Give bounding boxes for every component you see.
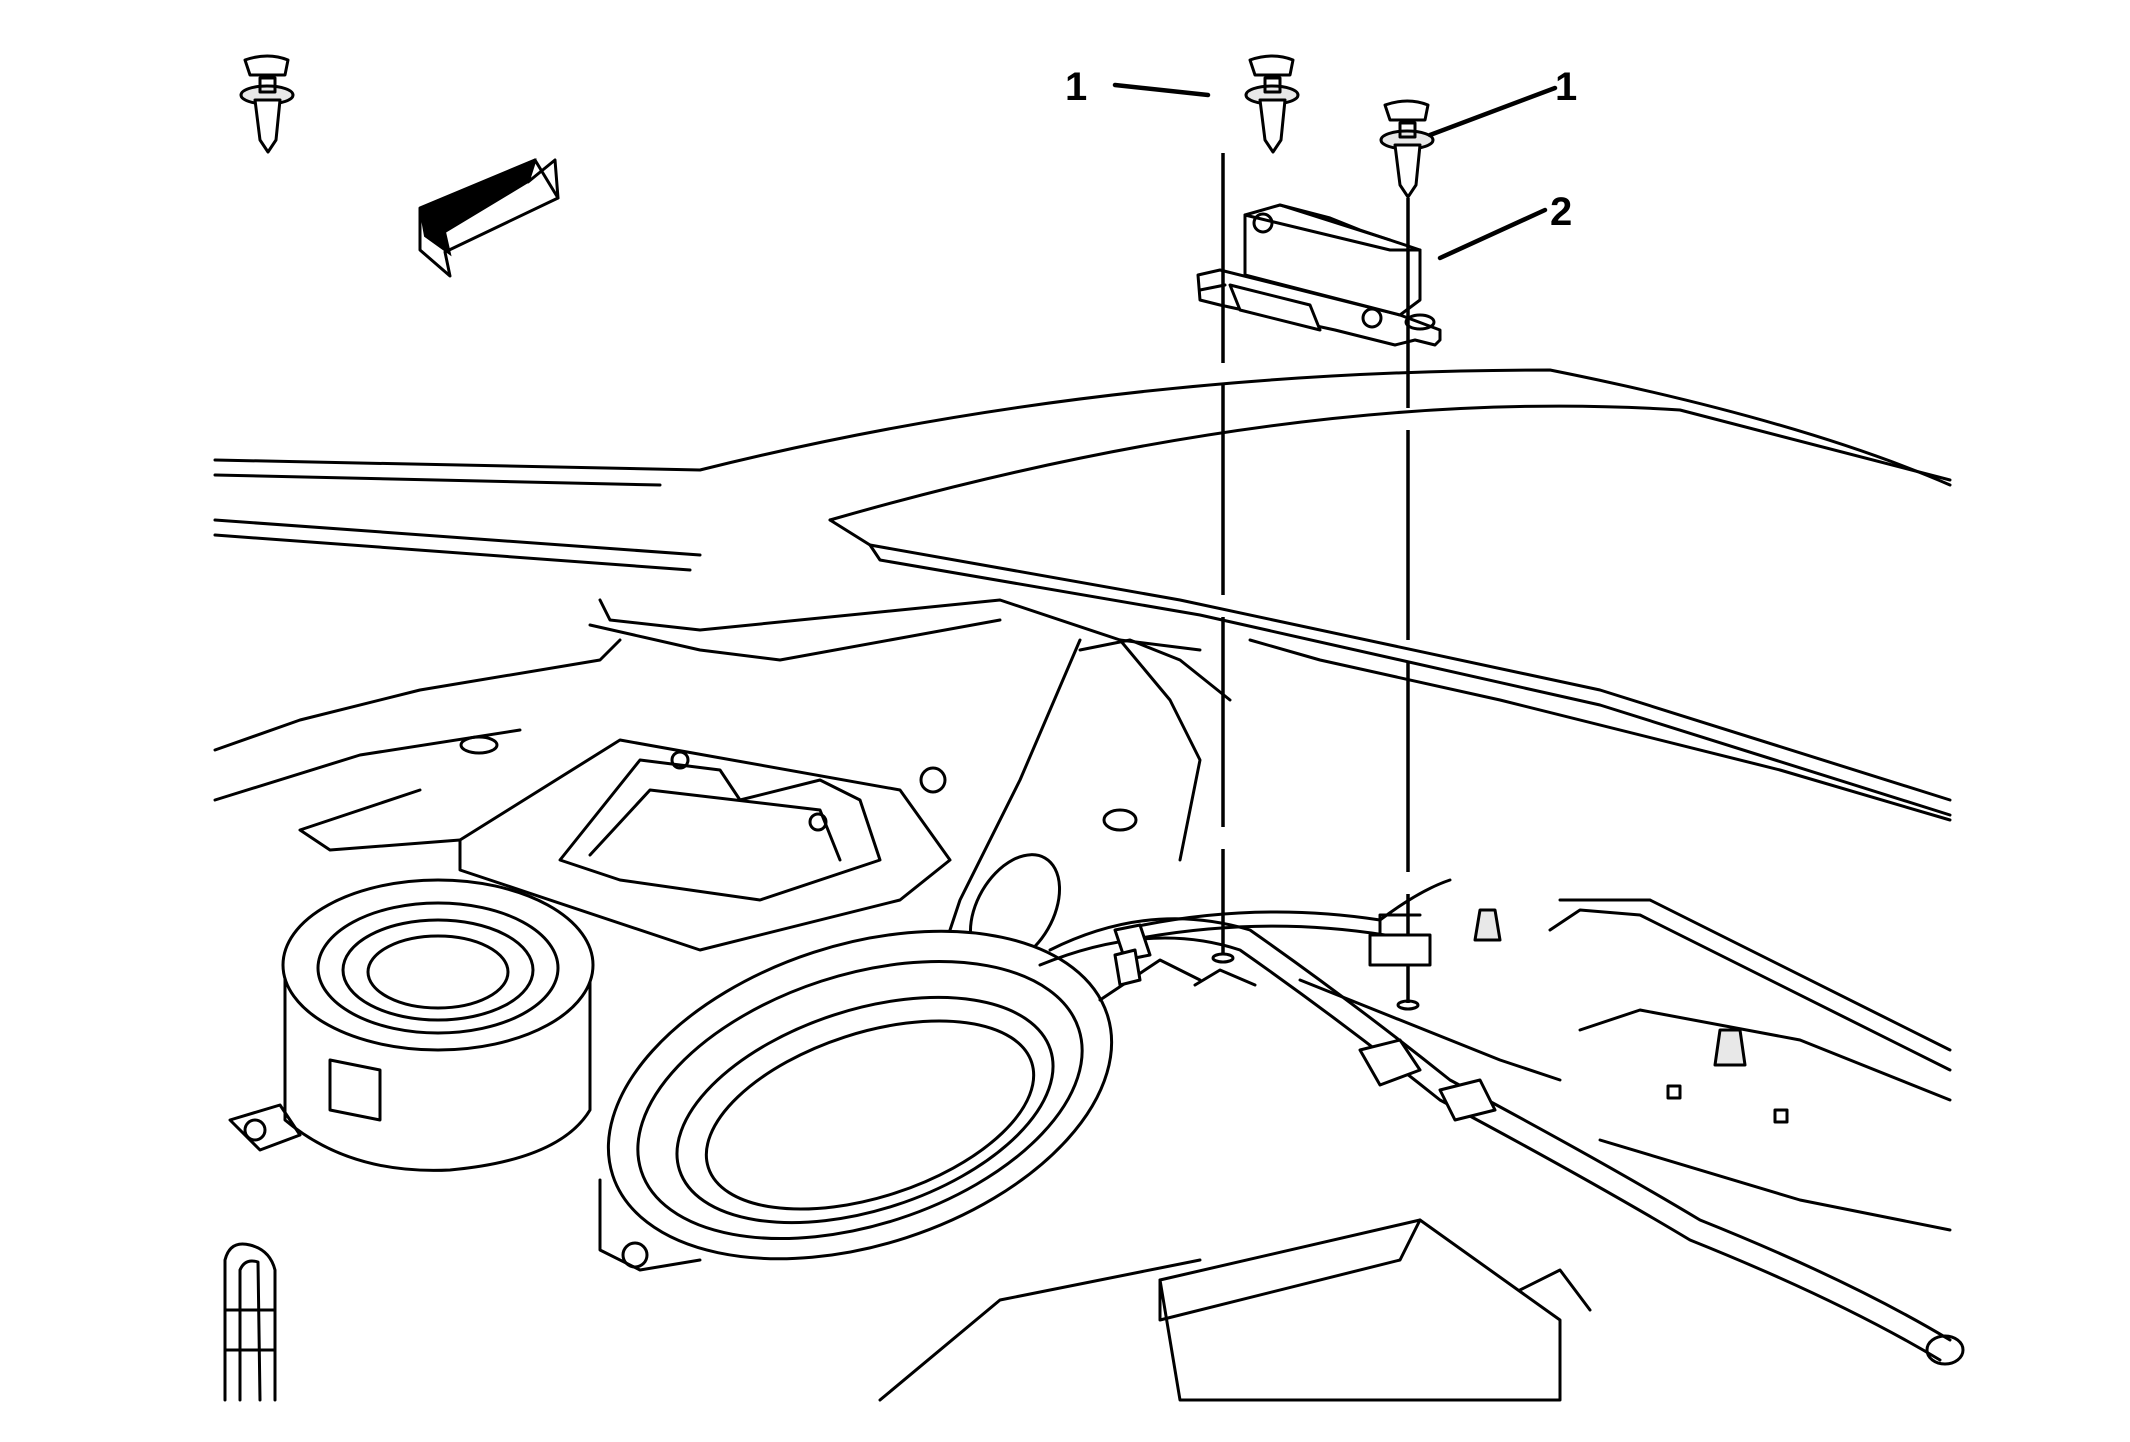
center-bracket <box>298 735 952 952</box>
callout-label-1-right: 1 <box>1555 65 1577 109</box>
callout-leaders <box>1112 82 1558 261</box>
ladder-detail <box>223 1242 277 1402</box>
push-pin-fastener <box>239 54 295 154</box>
callout-label-1-left: 1 <box>1065 65 1087 109</box>
electronic-module <box>1196 203 1442 347</box>
floor-panel-right <box>1298 898 1952 1232</box>
lower-module <box>878 1218 1592 1402</box>
leader-lines <box>1193 153 1420 1011</box>
floor-clips <box>1113 913 1432 987</box>
direction-arrow-icon <box>418 158 560 278</box>
wiring-harness <box>1038 878 1965 1366</box>
cross-beam <box>919 638 1202 967</box>
oval-speaker-ring <box>598 929 1202 1272</box>
left-speaker <box>228 878 595 1172</box>
push-pin-fastener-right <box>1379 99 1435 199</box>
callout-label-2: 2 <box>1550 190 1572 234</box>
roof-panel <box>213 368 1952 822</box>
push-pin-fastener-left <box>1244 54 1300 154</box>
